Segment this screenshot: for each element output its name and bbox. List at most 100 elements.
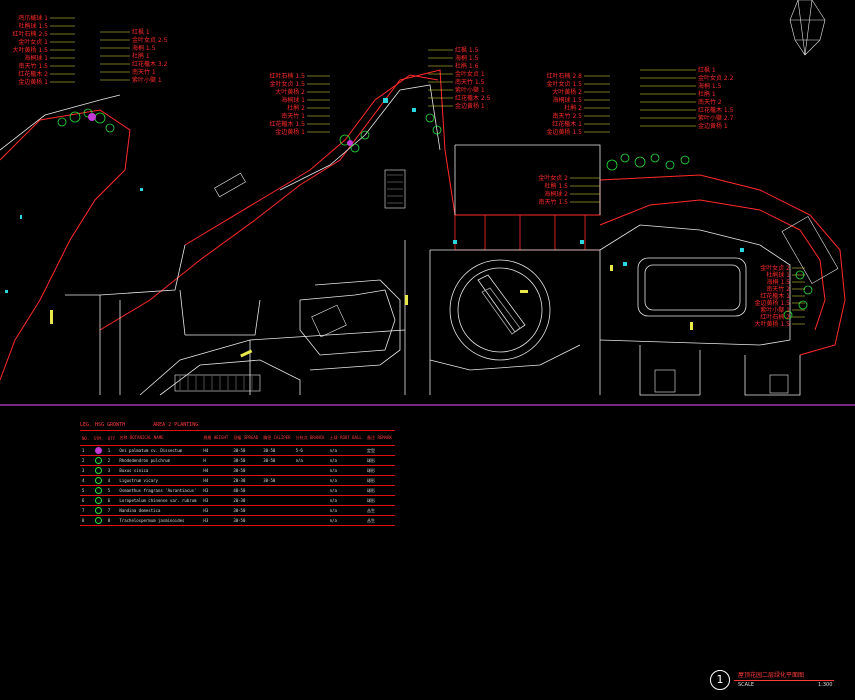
plant-callout-label: 南天竹 1 bbox=[132, 68, 156, 76]
schedule-cell-r: n/a bbox=[327, 465, 366, 476]
schedule-cell-s: 30-50 bbox=[231, 465, 262, 476]
schedule-cell-c bbox=[261, 485, 294, 496]
drawing-number: 1 bbox=[710, 670, 730, 690]
schedule-cell-no: 4 bbox=[80, 475, 92, 486]
schedule-cell-r: n/a bbox=[327, 455, 366, 466]
schedule-cell-qty: 5 bbox=[105, 485, 118, 496]
plant-callout-label: 红枫 1.5 bbox=[455, 46, 479, 54]
schedule-cell-s: 30-50 bbox=[231, 515, 262, 526]
plant-symbol-icon bbox=[91, 475, 106, 486]
plant-callout-label: 红叶石楠 1.5 bbox=[270, 72, 306, 80]
yellow-markers bbox=[50, 265, 693, 358]
stair-blocks bbox=[174, 169, 839, 394]
plant-callout-label: 金叶女贞 1 bbox=[18, 38, 48, 46]
schedule-cell-h: H4 bbox=[201, 465, 232, 476]
schedule-cell-h: H4 bbox=[201, 475, 232, 486]
feature-tree bbox=[88, 113, 96, 121]
schedule-cell-b: 5-6 bbox=[293, 445, 328, 456]
schedule-cell-name: Buxus sinica bbox=[117, 465, 202, 476]
schedule-cell-s: 20-30 bbox=[231, 495, 262, 506]
red-partition-lines bbox=[454, 215, 600, 251]
schedule-cell-qty: 4 bbox=[105, 475, 118, 486]
schedule-cell-name: Nandina domestica bbox=[117, 505, 202, 516]
schedule-cell-qty: 6 bbox=[105, 495, 118, 506]
plant-callout-label: 南天竹 1.5 bbox=[19, 62, 49, 70]
plant-callout-label: 杜鹃 1.5 bbox=[545, 182, 569, 190]
plant-callout-label: 金边黄杨 1.5 bbox=[755, 299, 791, 307]
plant-callout-label: 海桐球 1 bbox=[281, 96, 305, 104]
schedule-cell-no: 5 bbox=[80, 485, 92, 496]
feature-tree bbox=[347, 140, 353, 146]
plant-symbol-icon bbox=[91, 465, 106, 476]
schedule-cell-b bbox=[293, 515, 328, 526]
outer-boundary-main bbox=[99, 69, 846, 356]
stair-treads bbox=[179, 174, 403, 390]
plant-symbol-icon bbox=[91, 455, 106, 466]
plant-callout-label: 海桐球 1.5 bbox=[553, 96, 583, 104]
schedule-cell-rem: 球形 bbox=[365, 475, 395, 486]
plant-callout-label: 海桐球 2 bbox=[544, 190, 568, 198]
plant-callout-label: 南天竹 1.5 bbox=[455, 78, 485, 86]
plant-callout-label: 紫叶小檗 1 bbox=[132, 76, 162, 84]
inner-boundary-right bbox=[599, 199, 826, 331]
plant-callout-label: 红花檵木 2 bbox=[18, 70, 48, 78]
plant-callout-label: 红枫 1 bbox=[132, 28, 150, 36]
roundabout bbox=[429, 259, 581, 371]
schedule-cell-rem: 球形 bbox=[365, 465, 395, 476]
plant-callout-label: 红叶石楠 2 bbox=[760, 313, 790, 321]
plant-callout-label: 杜鹃 2 bbox=[564, 104, 582, 112]
schedule-cell-c bbox=[261, 495, 294, 506]
plant-callout-label: 杜鹃球 1 bbox=[766, 271, 790, 279]
plant-callout-label: 大叶黄杨 1.5 bbox=[755, 320, 791, 328]
schedule-cell-no: 2 bbox=[80, 455, 92, 466]
plant-callout-label: 杜鹃 2 bbox=[287, 104, 305, 112]
plant-callout-label: 金叶女贞 1.5 bbox=[270, 80, 306, 88]
plant-callout-label: 金边黄杨 1.5 bbox=[547, 128, 583, 136]
plant-callout-label: 金边黄杨 1 bbox=[698, 122, 728, 130]
schedule-cell-s: 30-50 bbox=[231, 505, 262, 516]
schedule-cell-b bbox=[293, 465, 328, 476]
plant-callout-label: 金边黄杨 1 bbox=[275, 128, 305, 136]
schedule-cell-c bbox=[261, 505, 294, 516]
schedule-cell-rem: 球形 bbox=[365, 455, 395, 466]
schedule-header-cell: 名称 BOTANICAL NAME bbox=[117, 430, 202, 446]
schedule-cell-no: 8 bbox=[80, 515, 92, 526]
plant-callout-label: 紫叶小檗 1 bbox=[760, 306, 790, 314]
schedule-cell-c: 30-50 bbox=[261, 445, 294, 456]
schedule-cell-name: Loropetalum chinense var. rubrum bbox=[117, 495, 202, 506]
plant-callout-label: 红叶石楠 2.5 bbox=[13, 30, 49, 38]
schedule-cell-h: H3 bbox=[201, 485, 232, 496]
drawing-name: 屋顶花园二层绿化平面图 bbox=[738, 672, 805, 679]
inner-boundary bbox=[184, 74, 439, 246]
schedule-cell-rem: 球形 bbox=[365, 495, 395, 506]
plant-callout-label: 大叶黄杨 2 bbox=[275, 88, 305, 96]
plant-callout-label: 紫叶小檗 2.7 bbox=[698, 114, 734, 122]
schedule-cell-r: n/a bbox=[327, 485, 366, 496]
plant-callout-label: 金叶女贞 2.2 bbox=[698, 74, 734, 82]
planting-areas bbox=[57, 108, 813, 320]
plant-callout-label: 红花檵木 1 bbox=[760, 292, 790, 300]
schedule-cell-b bbox=[293, 475, 328, 486]
outer-boundary-left bbox=[0, 109, 131, 381]
schedule-cell-qty: 7 bbox=[105, 505, 118, 516]
schedule-cell-qty: 8 bbox=[105, 515, 118, 526]
schedule-cell-h: H bbox=[201, 455, 232, 466]
north-arrow-icon bbox=[789, 0, 826, 56]
schedule-cell-b: n/a bbox=[293, 455, 328, 466]
plant-callout-label: 南天竹 2 bbox=[698, 98, 722, 106]
plant-callout-label: 大叶黄杨 2 bbox=[552, 88, 582, 96]
schedule-cell-s: 20-30 bbox=[231, 475, 262, 486]
schedule-header-cell: 冠幅 SPREAD bbox=[231, 430, 262, 446]
legend-header-right: AREA 2 PLANTING bbox=[153, 422, 199, 428]
schedule-cell-b bbox=[293, 495, 328, 506]
plant-callout-label: 红花檵木 2.5 bbox=[455, 94, 491, 102]
plant-callout-label: 红花檵木 3.2 bbox=[132, 60, 168, 68]
plant-symbol-icon bbox=[91, 485, 106, 496]
schedule-cell-no: 6 bbox=[80, 495, 92, 506]
